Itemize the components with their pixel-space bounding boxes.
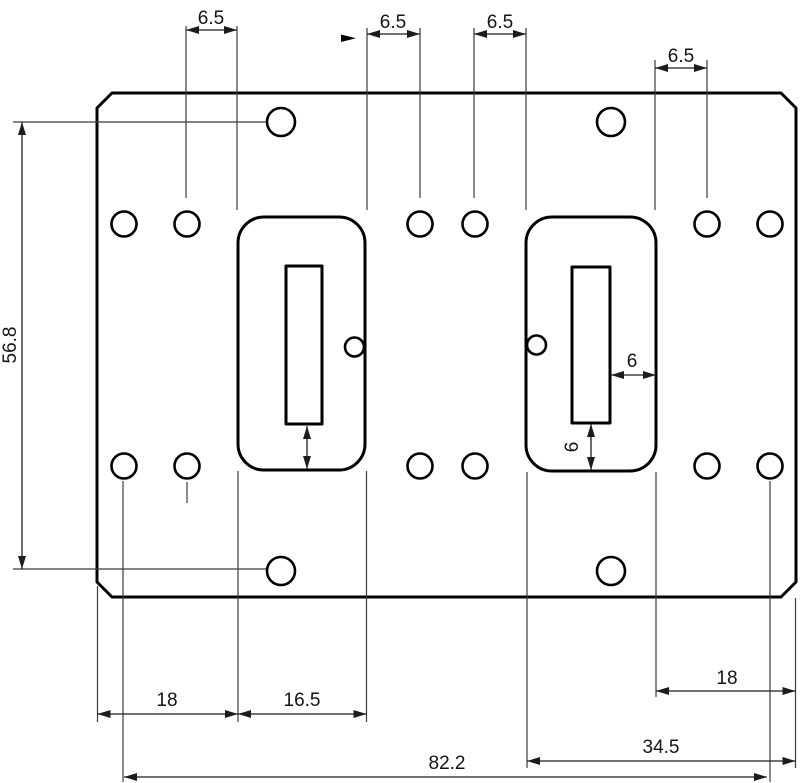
hole [595,555,627,587]
cutout-2-slot [570,265,612,425]
dimension-left-height: 56.8 [0,122,27,569]
hole [756,452,784,480]
cutout-2-tangent-hole [525,334,548,356]
hole [173,452,201,480]
dimension-cutout1-width: 16.5 [238,690,367,718]
dimension-bottom-right-cutout-to-edge: 18 [656,668,796,695]
cutout-1-opening [236,215,367,472]
dimension-top-mid-right-pitch: 6.5 [474,12,526,38]
dimension-label: 6 [627,351,638,372]
dimension-label: 6.5 [668,46,694,67]
dimension-label: 6.5 [198,8,224,29]
hole [461,452,489,480]
hole [110,210,138,238]
dimension-label: 6.5 [487,12,513,33]
dimension-slot2-right-gap: 6 [611,351,656,379]
dimension-top-left-pitch: 6.5 [186,8,237,34]
hole [406,452,434,480]
dimension-label: 82.2 [429,753,466,774]
dimension-slot2-bottom-gap: 6 [562,424,595,470]
hole [461,210,489,238]
hole [693,210,721,238]
dimension-top-right-pitch: 6.5 [655,46,707,72]
extension-lines [13,26,797,782]
hole [265,555,297,587]
dimension-label: 16.5 [284,690,321,711]
cutout-1-tangent-hole [343,336,366,358]
dimension-label: 6.5 [380,12,406,33]
hole [265,106,297,138]
cutout-2 [524,215,658,473]
cutout-1-slot [284,264,324,426]
dimension-cutout2-to-right-edge: 34.5 [527,737,796,765]
dimension-label: 18 [156,690,177,711]
hole [693,452,721,480]
mounting-holes [110,106,784,587]
hole [595,106,627,138]
dimension-label: 56.8 [0,327,21,364]
hole [173,210,201,238]
dimension-label: 18 [716,668,737,689]
section-arrow-icon [341,34,356,42]
plate-outline [95,91,798,599]
dimension-top-mid-left-pitch: 6.5 [367,12,420,38]
dimension-label: 34.5 [643,737,680,758]
hole [406,210,434,238]
dimension-bottom-left-edge-to-cutout: 18 [97,690,238,718]
dimension-label: 6 [562,442,583,453]
dimension-hole-span: 82.2 [124,753,767,781]
hole [110,452,138,480]
hole [756,210,784,238]
cutout-1 [236,215,367,472]
